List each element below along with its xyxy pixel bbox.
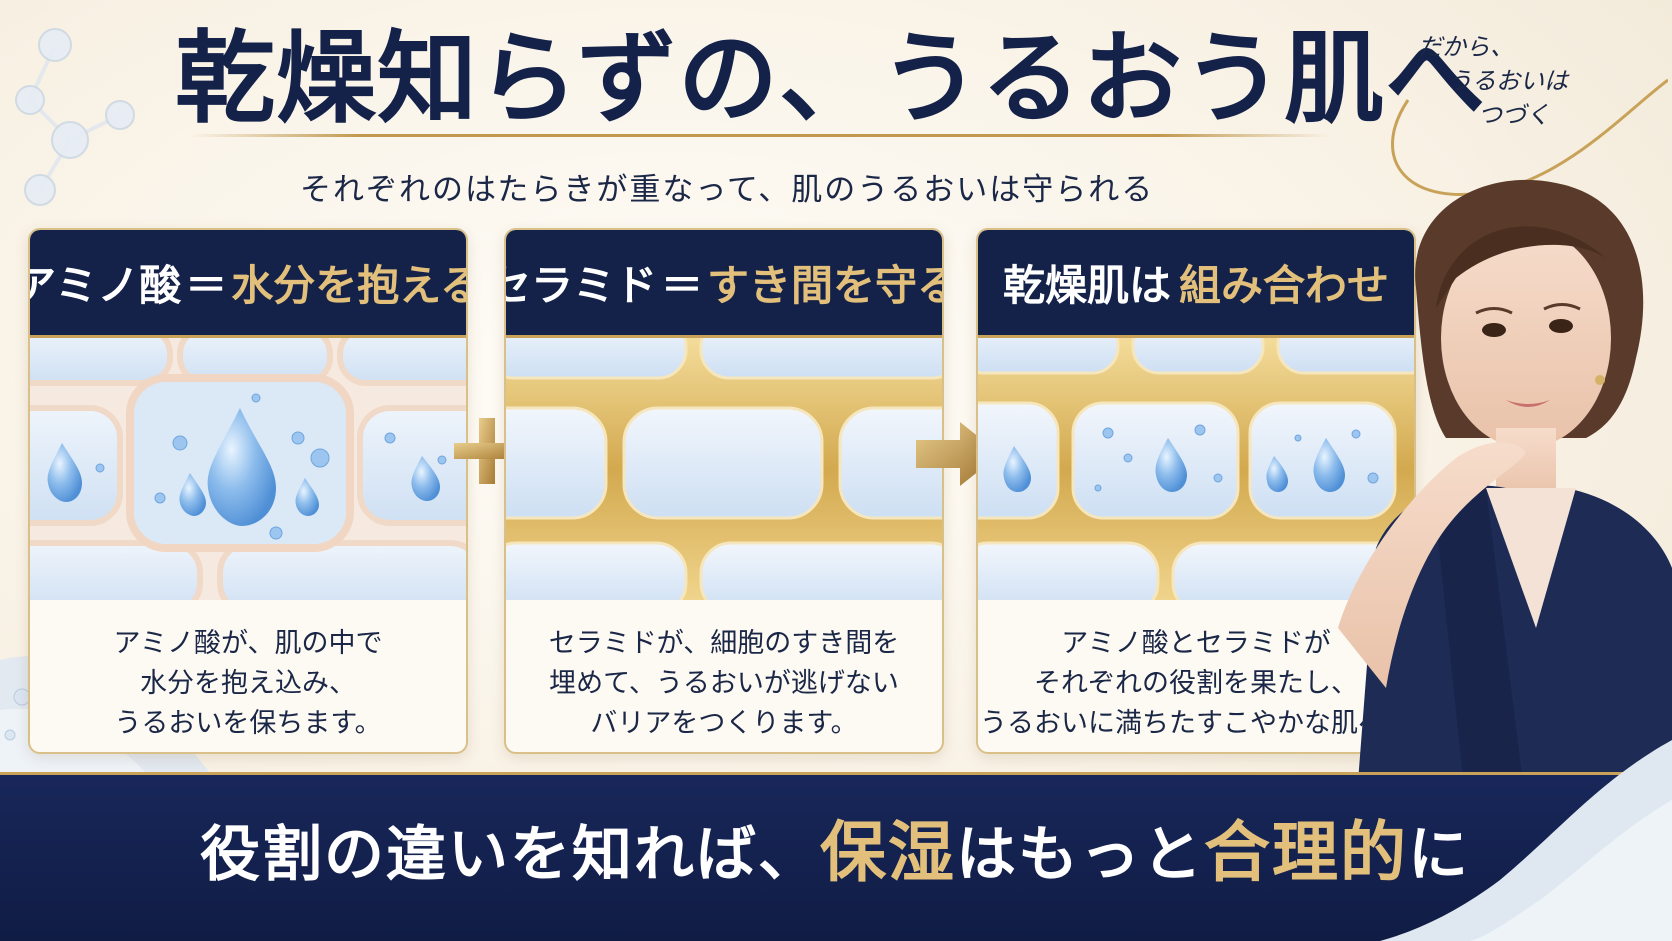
panel-header-main: 乾燥肌は — [1002, 261, 1171, 310]
water-wave-right — [1380, 740, 1672, 941]
plus-icon — [454, 418, 520, 484]
script-note-line: だから、 — [1418, 33, 1514, 61]
panel-header-gold: すき間を守る — [707, 261, 944, 310]
panel-ceramide: セラミド ＝ すき間を守る — [504, 228, 944, 754]
panel-header: セラミド ＝ すき間を守る — [506, 230, 942, 338]
page-subtitle: それぞれのはたらきが重なって、肌のうるおいは守られる — [300, 172, 1155, 208]
panel-text-line: 水分を抱え込み、 — [140, 668, 356, 699]
panel-text-line: バリアをつくります。 — [590, 708, 858, 739]
panel-text-line: 埋めて、うるおいが逃げない — [549, 668, 899, 699]
title-underline — [190, 134, 1330, 137]
skin-cells-ceramide-illustration — [506, 338, 942, 600]
bottom-banner — [0, 772, 1672, 941]
script-note-line: つづく — [1478, 101, 1550, 129]
banner-text-highlight: 保湿 — [820, 813, 956, 891]
panel-text-line: セラミドが、細胞のすき間を — [548, 628, 900, 659]
panel-combination: 乾燥肌は 組み合わせ — [976, 228, 1416, 754]
panel-text-line: アミノ酸とセラミドが — [1061, 628, 1331, 659]
panel-text-line: うるおいを保ちます。 — [114, 708, 382, 739]
panel-amino-acid: アミノ酸 ＝ 水分を抱える — [28, 228, 468, 754]
skin-cells-combined-illustration — [978, 338, 1414, 600]
script-note: だから、 うるおいは つづく — [1418, 30, 1638, 132]
panel-text-line: それぞれの役割を果たし、 — [1034, 668, 1358, 699]
panel-header-main: アミノ酸 — [28, 261, 182, 310]
script-note-line: うるおいは — [1448, 67, 1568, 95]
banner-text-part: に — [1408, 820, 1470, 890]
molecule-decoration — [15, 28, 135, 206]
page-title: 乾燥知らずの、うるおう肌へ — [175, 19, 1486, 137]
panel-text-line: アミノ酸が、肌の中で — [113, 628, 383, 659]
bottom-banner-text: 役割の違いを知れば、保湿はもっと合理的に — [200, 802, 1468, 902]
banner-text-part: はもっと — [956, 820, 1204, 890]
panel-text-line: うるおいに満ちたすこやかな肌へ。 — [980, 708, 1412, 739]
banner-text-part: 役割の違いを知れば、 — [200, 820, 820, 890]
panel-header: アミノ酸 ＝ 水分を抱える — [30, 230, 466, 338]
panel-description: アミノ酸が、肌の中で 水分を抱え込み、 うるおいを保ちます。 — [30, 600, 466, 744]
skin-cells-water-illustration — [30, 338, 466, 600]
woman-portrait-illustration — [1338, 179, 1672, 808]
panel-header-equals: ＝ — [185, 261, 228, 310]
panel-header: 乾燥肌は 組み合わせ — [978, 230, 1414, 338]
panel-description: アミノ酸とセラミドが それぞれの役割を果たし、 うるおいに満ちたすこやかな肌へ。 — [978, 600, 1414, 744]
panel-header-main: セラミド — [504, 261, 657, 310]
banner-text-highlight: 合理的 — [1204, 813, 1408, 891]
panel-header-equals: ＝ — [661, 261, 704, 310]
panel-description: セラミドが、細胞のすき間を 埋めて、うるおいが逃げない バリアをつくります。 — [506, 600, 942, 744]
panel-header-gold: 水分を抱える — [231, 261, 468, 310]
panel-header-gold: 組み合わせ — [1179, 261, 1390, 310]
